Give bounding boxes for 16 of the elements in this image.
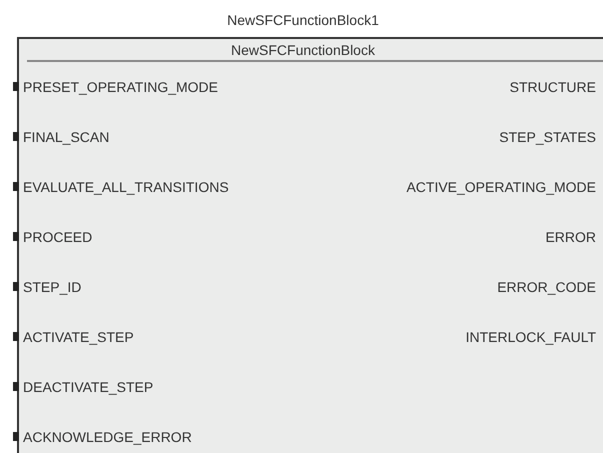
input-name: ACTIVATE_STEP xyxy=(23,329,134,345)
input-name: EVALUATE_ALL_TRANSITIONS xyxy=(23,179,229,195)
output-name: ERROR_CODE xyxy=(497,279,596,295)
input-name: ACKNOWLEDGE_ERROR xyxy=(23,429,192,445)
output-name: STEP_STATES xyxy=(499,129,596,145)
input-name: PROCEED xyxy=(23,229,92,245)
output-name: ERROR xyxy=(545,229,596,245)
block-type-name: NewSFCFunctionBlock xyxy=(230,42,376,58)
output-name: STRUCTURE xyxy=(510,79,596,95)
input-name: DEACTIVATE_STEP xyxy=(23,379,154,395)
output-name: INTERLOCK_FAULT xyxy=(466,329,596,345)
input-name: FINAL_SCAN xyxy=(23,129,110,145)
input-name: PRESET_OPERATING_MODE xyxy=(23,79,218,95)
input-name: STEP_ID xyxy=(23,279,82,295)
output-name: ACTIVE_OPERATING_MODE xyxy=(406,179,596,195)
instance-name: NewSFCFunctionBlock1 xyxy=(226,12,380,28)
